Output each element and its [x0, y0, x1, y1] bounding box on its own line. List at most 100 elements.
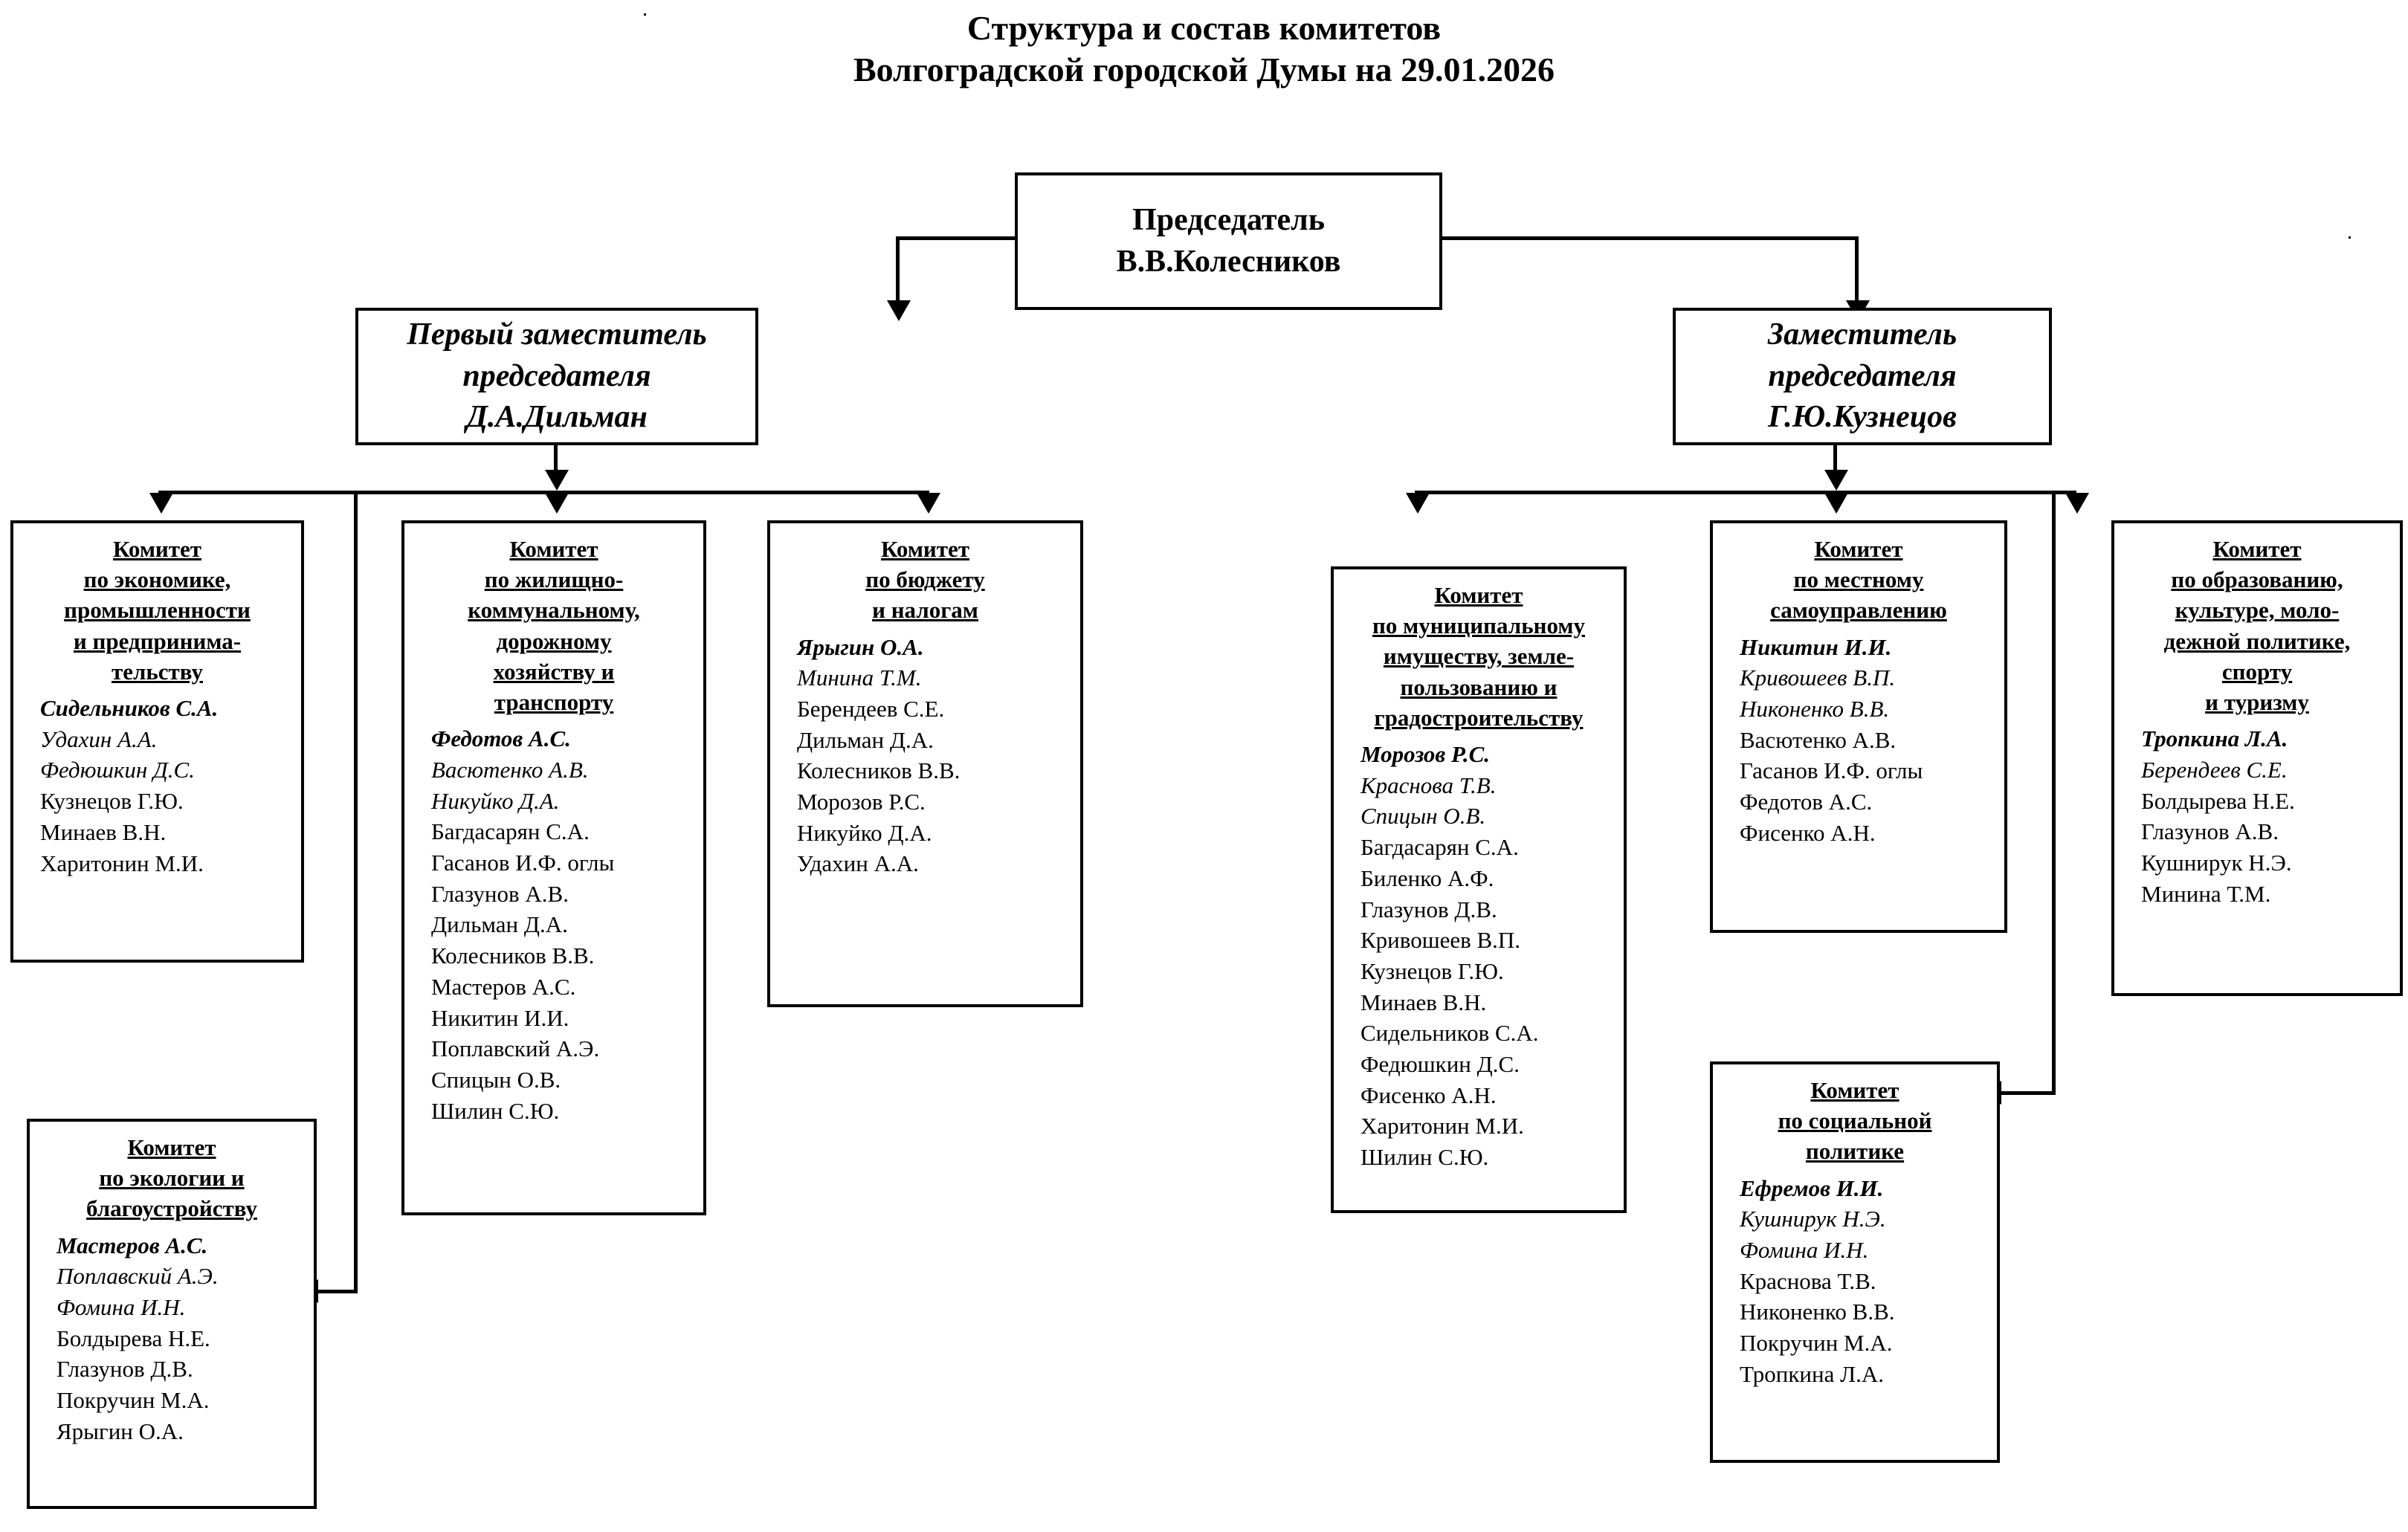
committee-member: Поплавский А.Э.	[431, 1035, 600, 1062]
deputy-role-line-2: председателя	[1768, 358, 1957, 393]
committee-title-line: по местному	[1793, 566, 1924, 593]
committee-member: Багдасарян С.А.	[1360, 834, 1519, 861]
committee-title-line: по образованию,	[2171, 566, 2343, 593]
committee-member: Кривошеев В.П.	[1360, 927, 1521, 954]
committee-member: Никоненко В.В.	[1740, 1299, 1895, 1325]
committee-member: Покручин М.А.	[57, 1387, 210, 1414]
committee-title-line: и туризму	[2205, 689, 2309, 716]
committee-title-line: благоустройству	[86, 1195, 257, 1222]
committee-title-line: Комитет	[1810, 1077, 1899, 1103]
page-title-line-1: Структура и состав комитетов	[966, 9, 1442, 47]
committee-member: Фомина И.Н.	[57, 1294, 186, 1321]
committee-member: Харитонин М.И.	[1360, 1113, 1524, 1140]
committee-title-line: Комитет	[1434, 582, 1523, 608]
committee-member: Васютенко А.В.	[1740, 726, 1897, 753]
arrow-to-economy	[149, 493, 173, 514]
committee-member: Минаев В.Н.	[1360, 989, 1487, 1015]
committee-member: Дильман Д.А.	[431, 911, 568, 938]
committee-chair: Тропкина Л.А.	[2141, 725, 2288, 752]
committee-member: Краснова Т.В.	[1360, 772, 1497, 798]
arrow-to-budget	[917, 493, 940, 514]
committee-title-line: Комитет	[2212, 536, 2302, 562]
committee-member-list: Тропкина Л.А.Берендеев С.Е.Болдырева Н.Е…	[2122, 723, 2392, 909]
committee-chair: Мастеров А.С.	[57, 1232, 208, 1258]
page-title: Структура и состав комитетов Волгоградск…	[0, 7, 2408, 91]
committee-member: Мастеров А.С.	[431, 973, 576, 1000]
deputy-box[interactable]: Заместитель председателя Г.Ю.Кузнецов	[1673, 308, 2052, 445]
committee-member: Глазунов А.В.	[2141, 818, 2279, 845]
connector-social-in	[2000, 1091, 2056, 1095]
first-deputy-name: Д.А.Дильман	[466, 400, 648, 435]
committee-title-line: градостроительству	[1374, 704, 1584, 731]
committee-member: Дильман Д.А.	[797, 726, 934, 753]
connector-ecology-in	[317, 1290, 358, 1293]
committee-member: Багдасарян С.А.	[431, 818, 590, 845]
committee-title-line: самоуправлению	[1770, 597, 1947, 624]
committee-member: Гасанов И.Ф. оглы	[431, 850, 615, 876]
chairman-role: Председатель	[1132, 203, 1325, 238]
committee-title-line: Комитет	[112, 536, 202, 562]
committee-member: Морозов Р.С.	[797, 789, 926, 815]
committee-member: Минина Т.М.	[797, 665, 922, 691]
bus-right	[1415, 491, 2076, 494]
committee-title-line: и налогам	[872, 597, 978, 624]
committee-housing[interactable]: Комитет по жилищно-коммунальному, дорожном…	[401, 520, 706, 1215]
committee-title-line: политике	[1805, 1138, 1905, 1165]
arrow-to-housing	[545, 493, 569, 514]
committee-member: Кузнецов Г.Ю.	[40, 788, 184, 815]
committee-title-line: тельству	[112, 658, 203, 685]
committee-chair: Никитин И.И.	[1740, 633, 1892, 660]
committee-title-line: хозяйству и	[493, 658, 615, 685]
committee-member: Минаев В.Н.	[40, 818, 167, 845]
committee-title: Комитет по социальной политике	[1720, 1075, 1989, 1167]
committee-title-line: транспорту	[494, 689, 614, 716]
committee-title-line: дежной политике,	[2163, 627, 2351, 654]
committee-member: Глазунов А.В.	[431, 880, 569, 907]
committee-member: Минина Т.М.	[2141, 880, 2271, 907]
connector-first-deputy-down	[554, 444, 558, 474]
connector-chair-to-right	[1439, 236, 1859, 240]
committee-member: Федюшкин Д.С.	[40, 757, 195, 783]
committee-title-line: и предпринима-	[73, 627, 242, 654]
committee-member: Кривошеев В.П.	[1740, 665, 1896, 691]
committee-member: Никитин И.И.	[431, 1004, 569, 1031]
committee-member: Гасанов И.Ф. оглы	[1740, 757, 1923, 784]
committee-member: Никуйко Д.А.	[797, 819, 932, 846]
committee-title-line: по жилищно-	[484, 566, 624, 593]
first-deputy-role-line-1: Первый заместитель	[407, 317, 707, 352]
committee-title-line: Комитет	[1814, 536, 1903, 562]
committee-member: Покручин М.А.	[1740, 1330, 1893, 1357]
committee-title-line: по социальной	[1778, 1108, 1932, 1134]
first-deputy-box[interactable]: Первый заместитель председателя Д.А.Диль…	[355, 308, 758, 445]
connector-chair-left-drop	[896, 236, 900, 308]
connector-chair-to-left	[896, 236, 1019, 240]
committee-member: Фомина И.Н.	[1740, 1237, 1869, 1264]
committee-member: Колесников В.В.	[797, 757, 961, 784]
chairman-name: В.В.Колесников	[1116, 244, 1341, 279]
committee-title-line: дорожному	[496, 627, 612, 654]
chairman-box[interactable]: Председатель В.В.Колесников	[1015, 172, 1442, 310]
committee-title-line: Комитет	[509, 536, 598, 562]
committee-member: Болдырева Н.Е.	[2141, 787, 2295, 814]
committee-member-list: Никитин И.И.Кривошеев В.П.Никоненко В.В.…	[1720, 632, 1997, 849]
committee-member: Фисенко А.Н.	[1360, 1082, 1497, 1108]
committee-member: Болдырева Н.Е.	[57, 1325, 210, 1351]
committee-title-line: по муниципальному	[1372, 613, 1585, 639]
committee-member: Харитонин М.И.	[40, 850, 204, 876]
committee-title-line: коммунальному,	[468, 597, 640, 624]
committee-member: Ярыгин О.А.	[57, 1418, 184, 1444]
first-deputy-role-line-2: председателя	[462, 358, 651, 393]
committee-member-list: Сидельников С.А.Удахин А.А.Федюшкин Д.С.…	[21, 693, 294, 879]
